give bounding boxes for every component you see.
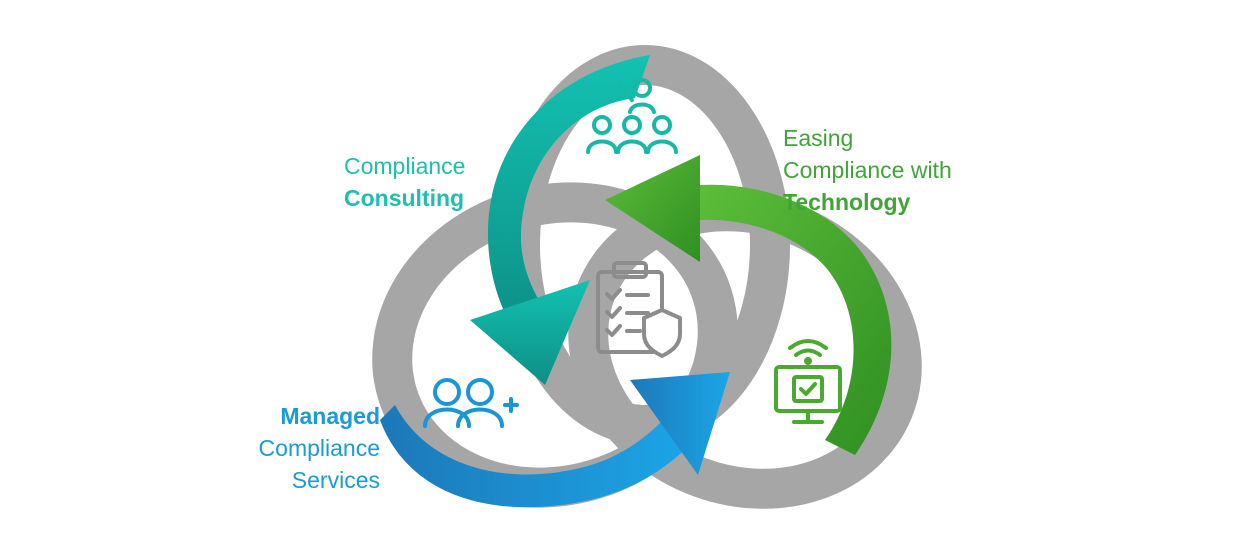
managed-label-line3: Services (291, 467, 380, 493)
consulting-label-line2: Consulting (344, 185, 465, 211)
technology-label-line1: Easing (783, 125, 854, 151)
teal-arrow-consulting (470, 55, 650, 385)
technology-label-line2: Compliance with (783, 157, 952, 183)
managed-label-line1: Managed (280, 403, 380, 429)
blue-arrow-managed (380, 372, 730, 508)
team-presenter-icon (586, 78, 678, 154)
managed-label: Managed Compliance Services (200, 400, 380, 496)
clipboard-shield-icon (596, 261, 682, 358)
add-users-icon (423, 378, 519, 428)
technology-label-line3: Technology (783, 189, 911, 215)
technology-label: Easing Compliance with Technology (783, 122, 952, 218)
green-arrow-technology (605, 155, 892, 455)
consulting-label: Compliance Consulting (344, 150, 465, 214)
managed-label-line2: Compliance (258, 435, 380, 461)
consulting-label-line1: Compliance (344, 153, 466, 179)
monitor-wifi-check-icon (774, 339, 842, 424)
